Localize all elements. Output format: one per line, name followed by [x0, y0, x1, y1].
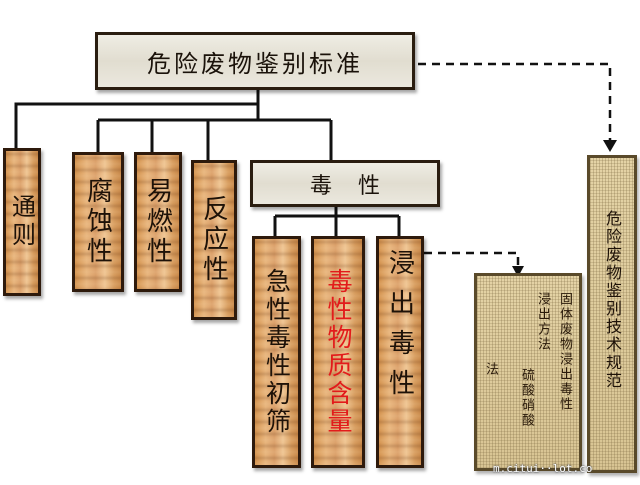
leaching-method-col-1: 固体废物浸出毒性	[557, 292, 572, 412]
category-general: 通则	[3, 148, 41, 296]
category-flammable: 易燃性	[134, 152, 182, 292]
dashed-connector-leaching-method	[424, 251, 520, 272]
toxicity-acute-label: 急性毒性初筛	[262, 268, 292, 436]
toxicity-leaching: 浸出毒性	[376, 236, 424, 468]
leaching-method-col-3: 硫酸硝酸	[519, 368, 534, 428]
category-reactive: 反应性	[191, 160, 237, 320]
title-text: 危险废物鉴别标准	[147, 49, 363, 78]
toxicity-leaching-label: 浸出毒性	[384, 249, 415, 409]
tech-spec-box: 危险废物鉴别技术规范	[587, 155, 637, 473]
category-corrosive: 腐蚀性	[72, 152, 124, 292]
category-corrosive-label: 腐蚀性	[82, 177, 113, 267]
arrowhead-tech-spec	[603, 140, 617, 152]
connector-general	[14, 102, 258, 148]
arrowhead-leaching-method	[512, 266, 524, 277]
toxicity-content-label: 毒性物质含量	[324, 268, 353, 436]
category-reactive-label: 反应性	[198, 195, 229, 285]
leaching-method-box: 固体废物浸出毒性 浸出方法 硫酸硝酸 法	[474, 273, 582, 471]
watermark: m.citui··lot.co	[493, 462, 593, 475]
category-general-label: 通则	[7, 194, 36, 250]
category-toxicity-label: 毒性	[309, 173, 406, 199]
leaching-method-col-2: 浸出方法	[535, 292, 550, 352]
title-box: 危险废物鉴别标准	[95, 32, 415, 90]
tech-spec-label: 危险废物鉴别技术规范	[603, 210, 622, 390]
leaching-method-col-4: 法	[483, 362, 498, 377]
toxicity-acute: 急性毒性初筛	[252, 236, 301, 468]
dashed-connector-tech-spec	[418, 62, 612, 148]
toxicity-content: 毒性物质含量	[311, 236, 365, 468]
category-flammable-label: 易燃性	[142, 177, 173, 267]
category-toxicity: 毒性	[250, 160, 440, 207]
